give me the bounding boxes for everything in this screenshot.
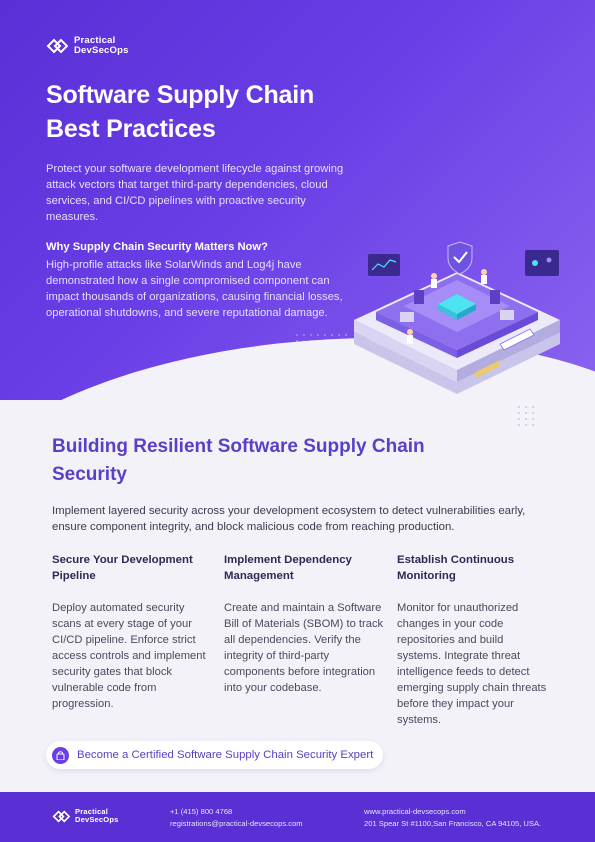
logo-line2: DevSecOps <box>75 815 119 824</box>
column-heading: Establish Continuous Monitoring <box>397 554 515 582</box>
column-continuous-monitoring: Establish Continuous Monitoring Monitor … <box>397 552 547 728</box>
logo-mark-icon <box>46 38 68 54</box>
column-body: Deploy automated security scans at every… <box>52 602 206 710</box>
column-body: Create and maintain a Software Bill of M… <box>224 602 384 694</box>
footer-contact: +1 (415) 800 4768 registrations@practica… <box>170 806 303 830</box>
certification-cta-button[interactable]: Become a Certified Software Supply Chain… <box>46 741 384 769</box>
footer-phone[interactable]: +1 (415) 800 4768 <box>170 807 233 816</box>
logo-line1: Practical <box>74 35 116 46</box>
supply-chain-illustration <box>354 241 560 394</box>
brand-logo[interactable]: Practical DevSecOps <box>46 36 129 56</box>
column-heading: Implement Dependency Management <box>224 554 352 582</box>
logo-text: Practical DevSecOps <box>74 36 129 56</box>
footer-location: www.practical-devsecops.com 201 Spear St… <box>364 806 541 830</box>
lock-icon <box>52 746 69 764</box>
column-body: Monitor for unauthorized changes in your… <box>397 602 547 726</box>
cta-label: Become a Certified Software Supply Chain… <box>77 749 374 761</box>
section-title: Building Resilient Software Supply Chain… <box>52 436 425 485</box>
why-heading: Why Supply Chain Security Matters Now? <box>46 241 268 253</box>
footer-address: 201 Spear St #1100,San Francisco, CA 941… <box>364 819 542 828</box>
footer-logo[interactable]: Practical DevSecOps <box>52 808 119 824</box>
hero-banner: Practical DevSecOps Software Supply Chai… <box>0 0 595 400</box>
logo-mark-icon <box>52 809 70 823</box>
footer-website[interactable]: www.practical-devsecops.com <box>364 807 466 816</box>
footer-email[interactable]: registrations@practical-devsecops.com <box>170 819 303 828</box>
why-text: High-profile attacks like SolarWinds and… <box>46 259 343 319</box>
page-title: Software Supply Chain Best Practices <box>46 78 366 146</box>
column-secure-pipeline: Secure Your Development Pipeline Deploy … <box>52 552 212 712</box>
dot-pattern-2 <box>518 406 535 426</box>
footer: Practical DevSecOps +1 (415) 800 4768 re… <box>0 792 595 842</box>
logo-line1: Practical <box>75 807 109 816</box>
footer-logo-text: Practical DevSecOps <box>75 808 119 824</box>
section-description: Implement layered security across your d… <box>52 505 526 533</box>
title-line1: Software Supply Chain <box>46 81 315 109</box>
column-heading: Secure Your Development Pipeline <box>52 554 193 582</box>
title-line2: Best Practices <box>46 115 216 143</box>
logo-line2: DevSecOps <box>74 45 129 56</box>
intro-text: Protect your software development lifecy… <box>46 163 344 223</box>
dot-pattern <box>296 334 348 342</box>
column-dependency-management: Implement Dependency Management Create a… <box>224 552 384 696</box>
